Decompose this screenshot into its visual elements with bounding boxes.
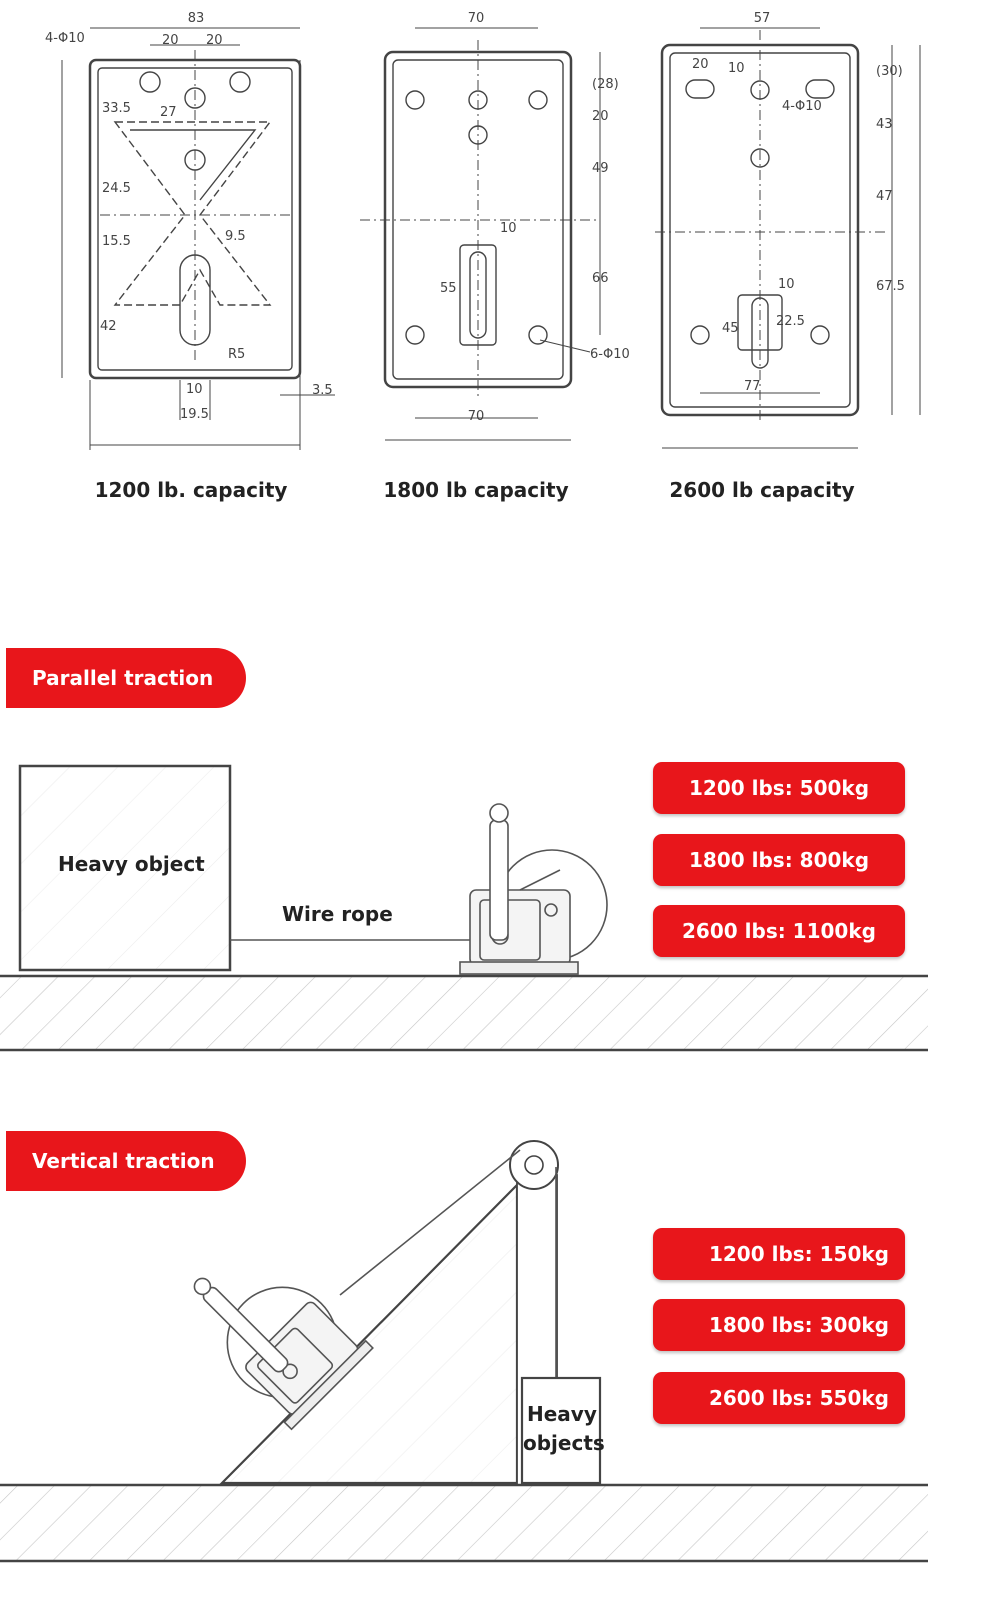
heavy-objects-label-line1: Heavy [527, 1402, 597, 1426]
dim-text: 45 [722, 321, 739, 336]
heavy-object-box [18, 764, 232, 972]
dim-text: 4-Φ10 [45, 31, 85, 46]
rating-badge: 2600 lbs: 1100kg [653, 905, 905, 957]
vertical-traction-diagram [0, 1140, 928, 1563]
dim-text: 20 [592, 109, 609, 124]
dim-text: 9.5 [225, 229, 246, 244]
dim-text: 24.5 [102, 181, 131, 196]
dim-text: 83 [188, 11, 205, 26]
dim-text: 20 [206, 33, 223, 48]
parallel-traction-diagram [0, 764, 928, 1052]
caption-2600: 2600 lb capacity [669, 478, 855, 502]
dim-text: 55 [440, 281, 457, 296]
dim-text: 4-Φ10 [782, 99, 822, 114]
dim-text: 10 [186, 382, 203, 397]
dim-text: 47 [876, 189, 893, 204]
drawing-1800 [360, 27, 601, 441]
dim-text: 70 [468, 409, 485, 424]
rating-badge: 1800 lbs: 800kg [653, 834, 905, 886]
rating-badge: 2600 lbs: 550kg [653, 1372, 905, 1424]
dim-text: (28) [592, 77, 619, 92]
dim-text: 77 [744, 379, 761, 394]
dim-text: 19.5 [180, 407, 209, 422]
heavy-objects-box [520, 1376, 602, 1485]
dim-text: 43 [876, 117, 893, 132]
dim-text: 3.5 [312, 383, 333, 398]
wire-rope-label: Wire rope [282, 902, 393, 926]
winch-graphic [459, 803, 608, 975]
dim-text: 10 [500, 221, 517, 236]
dim-text: (30) [876, 64, 903, 79]
technical-drawings: 83 4-Φ10 20 20 33.5 27 24.5 15.5 9.5 42 … [45, 11, 921, 450]
dim-text: 20 [162, 33, 179, 48]
dim-text: 66 [592, 271, 609, 286]
parallel-traction-heading: Parallel traction [6, 648, 246, 708]
dim-text: 6-Φ10 [590, 347, 630, 362]
caption-1200: 1200 lb. capacity [94, 478, 288, 502]
dim-text: 10 [778, 277, 795, 292]
drawing-2600 [655, 27, 921, 449]
drawing-1200 [61, 27, 335, 450]
dim-text: 10 [728, 61, 745, 76]
heavy-objects-label-line2: objects [523, 1431, 605, 1455]
dim-text: 57 [754, 11, 771, 26]
dim-text: 27 [160, 105, 177, 120]
dim-text: 15.5 [102, 234, 131, 249]
vertical-traction-heading: Vertical traction [6, 1131, 246, 1191]
dim-text: 49 [592, 161, 609, 176]
caption-1800: 1800 lb capacity [383, 478, 569, 502]
winch-graphic-vertical [193, 1277, 374, 1431]
rating-badge: 1200 lbs: 150kg [653, 1228, 905, 1280]
dim-text: 33.5 [102, 101, 131, 116]
dim-text: 67.5 [876, 279, 905, 294]
rating-badge: 1800 lbs: 300kg [653, 1299, 905, 1351]
heavy-object-label: Heavy object [58, 852, 205, 876]
dim-text: 20 [692, 57, 709, 72]
dim-text: 42 [100, 319, 117, 334]
dim-text: R5 [228, 347, 245, 362]
dim-text: 70 [468, 11, 485, 26]
rating-badge: 1200 lbs: 500kg [653, 762, 905, 814]
dim-text: 22.5 [776, 314, 805, 329]
